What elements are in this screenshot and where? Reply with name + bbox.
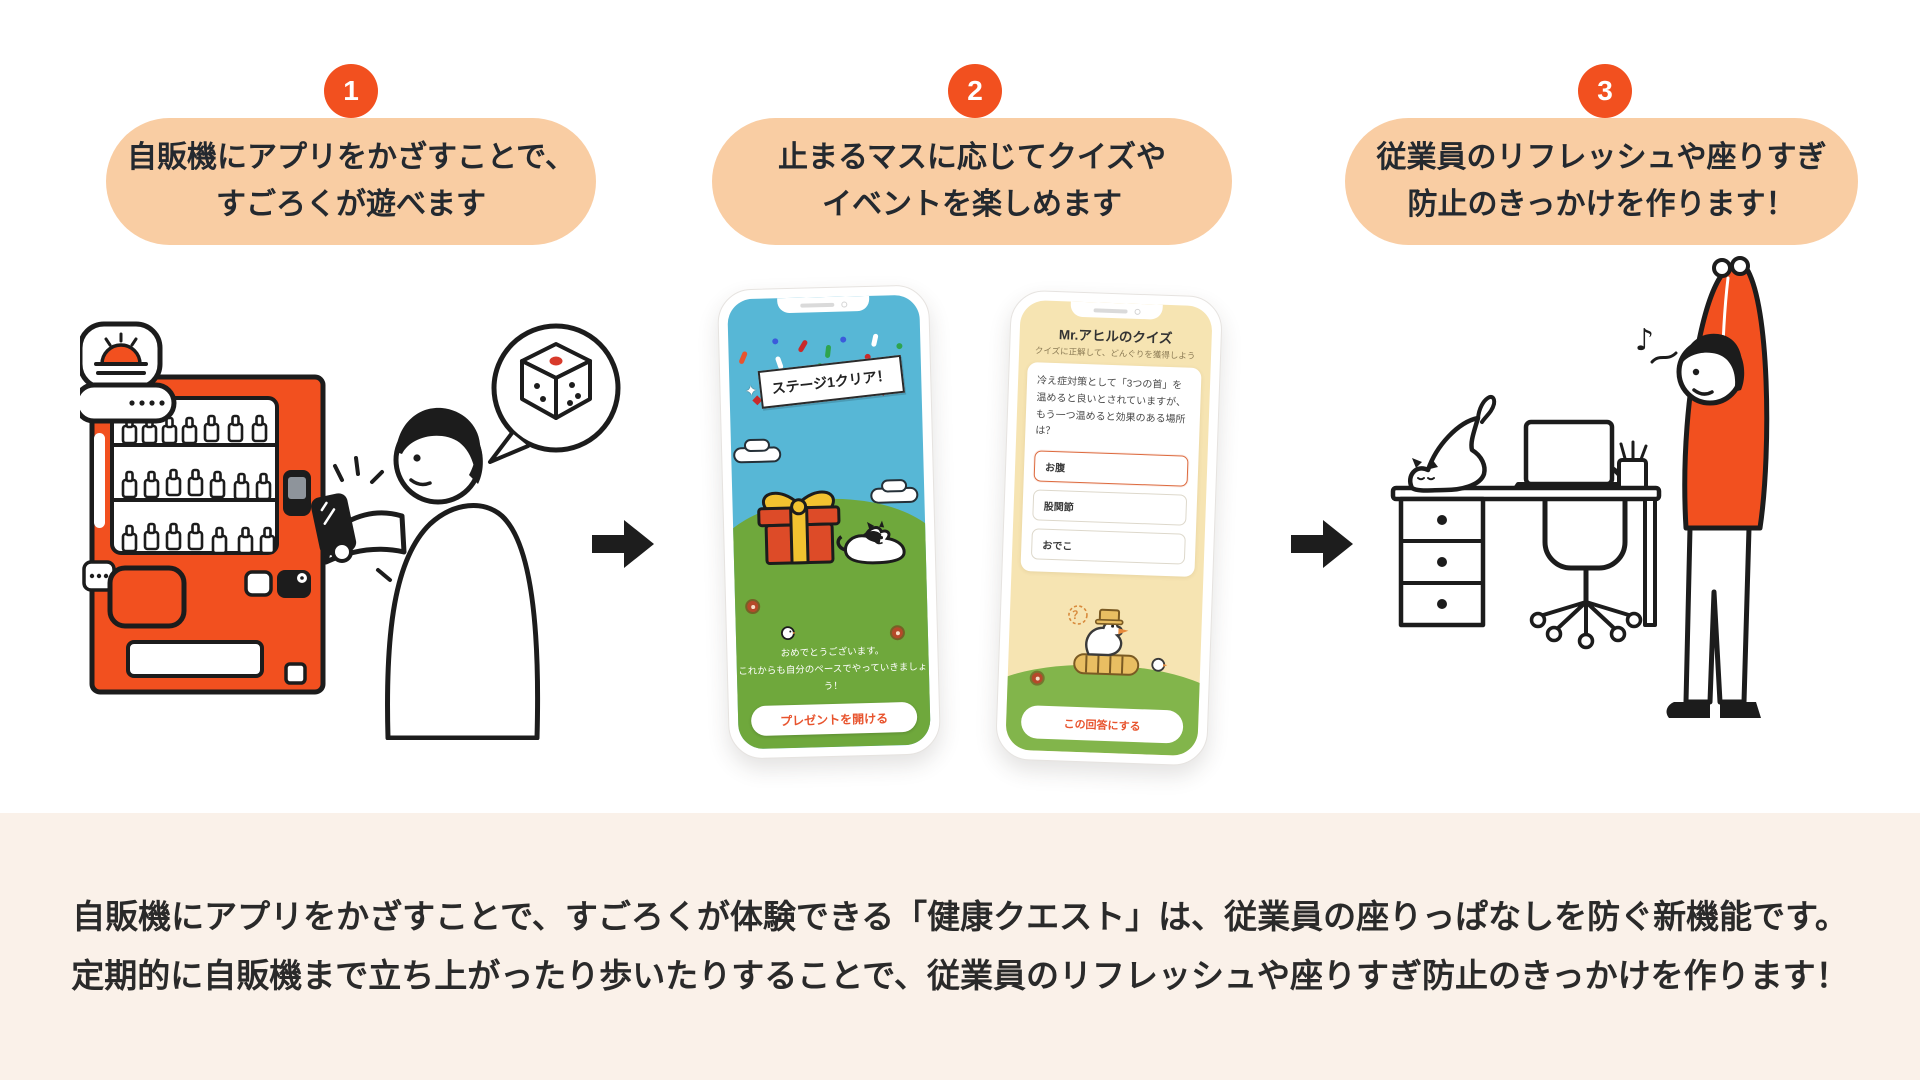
quiz-option-3[interactable]: おでこ xyxy=(1030,528,1186,565)
congrats-line2: これからも自分のペースでやっていきましょう！ xyxy=(738,661,928,693)
desk-icon xyxy=(1390,485,1662,628)
laptop-icon xyxy=(1510,419,1622,495)
step-2-badge: 2 xyxy=(948,64,1002,118)
step-2-line1: 止まるマスに応じてクイズや xyxy=(778,141,1166,174)
mascot-sign-icon xyxy=(73,321,177,424)
arrow-right-icon xyxy=(1291,518,1353,575)
vending-machine-illustration xyxy=(73,300,640,745)
phone-stage-clear: ✦ ステージ1クリア！ xyxy=(716,284,942,760)
step-3-label: 従業員のリフレッシュや座りすぎ 防止のきっかけを作ります！ xyxy=(1345,118,1858,245)
quiz-option-2[interactable]: 股関節 xyxy=(1032,489,1188,526)
svg-text:？: ？ xyxy=(1072,609,1083,622)
svg-text:♪: ♪ xyxy=(1635,323,1654,358)
stage-clear-screen: ✦ ステージ1クリア！ xyxy=(727,294,931,750)
gift-box-icon xyxy=(757,490,841,566)
step-2-label: 止まるマスに応じてクイズや イベントを楽しめます xyxy=(712,118,1232,245)
stretching-cat-icon xyxy=(1408,395,1497,493)
submit-answer-button[interactable]: この回答にする xyxy=(1020,705,1184,744)
step-1-label: 自販機にアプリをかざすことで、 すごろくが遊べます xyxy=(106,118,596,245)
tap-panel-icon xyxy=(283,470,311,516)
quiz-question: 冷え症対策として「3つの首」を温めると良いとされていますが、もう一つ温めると効果… xyxy=(1035,375,1187,438)
duck-mascot-icon: ？ xyxy=(1068,605,1168,676)
stretching-person-icon xyxy=(1666,256,1770,718)
phone-notch xyxy=(1070,301,1163,320)
step-1-line1: 自販機にアプリをかざすことで、 xyxy=(127,141,575,174)
quiz-screen: Mr.アヒルのクイズ クイズに正解して、どんぐりを獲得しよう 冷え症対策として「… xyxy=(1005,299,1213,757)
desk-stretch-illustration: ♪ xyxy=(1390,250,1870,755)
arrow-right-icon xyxy=(592,518,654,575)
quiz-card: 冷え症対策として「3つの首」を温めると良いとされていますが、もう一つ温めると効果… xyxy=(1020,362,1202,578)
music-note-icon: ♪ xyxy=(1635,323,1678,364)
gift-and-cat-icon xyxy=(757,490,906,566)
person-tapping-icon xyxy=(311,407,541,741)
chick-icon xyxy=(1151,657,1168,672)
quiz-option-1[interactable]: お腹 xyxy=(1033,450,1189,487)
footer-summary: 自販機にアプリをかざすことで、すごろくが体験できる「健康クエスト」は、従業員の座… xyxy=(0,813,1920,1080)
footer-line1: 自販機にアプリをかざすことで、すごろくが体験できる「健康クエスト」は、従業員の座… xyxy=(72,898,1848,936)
phone-quiz: Mr.アヒルのクイズ クイズに正解して、どんぐりを獲得しよう 冷え症対策として「… xyxy=(994,289,1224,767)
stage-clear-text: ステージ1クリア！ xyxy=(770,367,892,397)
cat-icon xyxy=(836,520,906,565)
step-3-badge: 3 xyxy=(1578,64,1632,118)
pen-cup-icon xyxy=(1617,440,1648,492)
footer-line2: 定期的に自販機まで立ち上がったり歩いたりすることで、従業員のリフレッシュや座りす… xyxy=(71,956,1849,994)
step-3-line2: 防止のきっかけを作ります！ xyxy=(1407,187,1796,221)
sparkle-icon: ✦ xyxy=(743,382,759,401)
chick-icon xyxy=(780,626,796,641)
phone-notch xyxy=(777,295,870,314)
step-3-line1: 従業員のリフレッシュや座りすぎ xyxy=(1376,141,1827,174)
step-1-badge: 1 xyxy=(324,64,378,118)
dice-speech-bubble-icon xyxy=(488,323,621,464)
step-1-line2: すごろくが遊べます xyxy=(216,187,486,221)
step-2-line2: イベントを楽しめます xyxy=(822,187,1122,221)
open-present-button[interactable]: プレゼントを開ける xyxy=(750,701,918,737)
congrats-message: おめでとうございます。 これからも自分のペースでやっていきましょう！ xyxy=(736,641,929,697)
